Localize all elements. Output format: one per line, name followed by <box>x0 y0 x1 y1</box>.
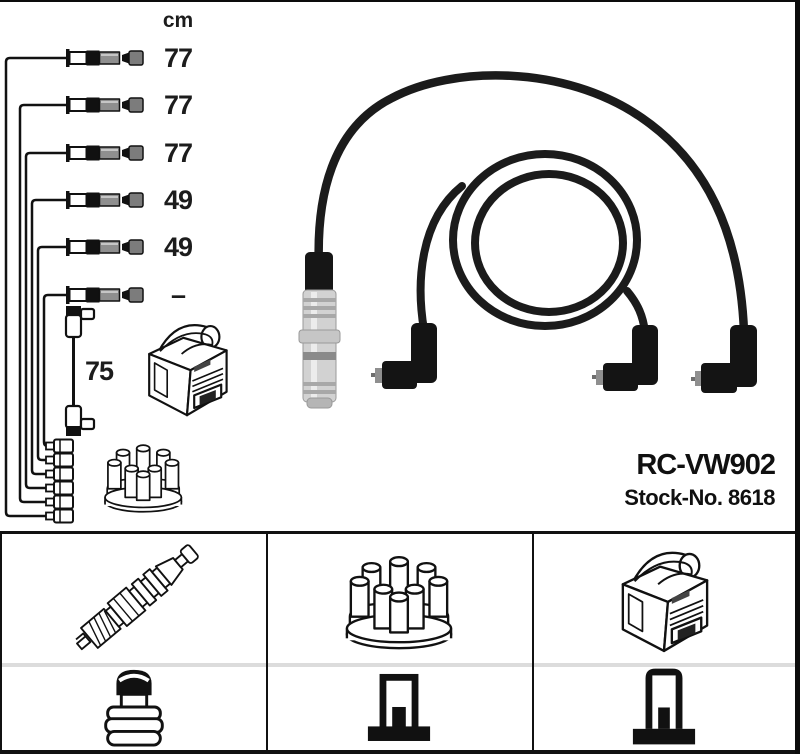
coil-lead <box>64 306 96 436</box>
legend-cell-plug-terminal <box>2 663 266 750</box>
cable-length-5: 49 <box>163 232 193 262</box>
ignition-coil-icon <box>621 551 708 652</box>
product-stock-no: Stock-No. 8618 <box>624 485 775 510</box>
plug-terminal-nut-icon <box>103 667 165 747</box>
legend-cell-ignition-coil <box>532 534 795 663</box>
legend-cell-spark-plug <box>2 534 266 663</box>
coil-tower-connector-icon <box>632 668 695 745</box>
ignition-coil-small-icon <box>148 324 228 417</box>
angled-boot-connector-2 <box>592 325 658 391</box>
din-socket-connector-icon <box>367 673 431 741</box>
distributor-cap-icon <box>345 555 453 649</box>
cable-rows <box>65 48 144 305</box>
product-code: RC-VW902 <box>636 449 776 481</box>
cable-length-4: 49 <box>163 185 193 215</box>
distributor-terminals <box>45 438 74 524</box>
coil-wire-length: 75 <box>84 356 114 386</box>
distributor-cap-small-icon <box>104 444 183 513</box>
legend-cell-din-connector <box>266 663 532 750</box>
page-border-top <box>0 0 800 2</box>
unit-label: cm <box>162 9 194 32</box>
legend-grid <box>0 531 795 754</box>
cable-length-6: – <box>170 280 186 310</box>
metal-plug-connector <box>298 252 341 409</box>
angled-boot-connector-1 <box>371 323 437 389</box>
cable-length-2: 77 <box>163 90 193 120</box>
cable-length-1: 77 <box>163 43 193 73</box>
legend-cell-coil-connector <box>532 663 795 750</box>
product-label: RC-VW902 Stock-No. 8618 <box>624 449 776 510</box>
page-border-right <box>795 0 800 754</box>
product-photo <box>298 71 757 409</box>
spark-plug-icon <box>68 538 204 659</box>
coiled-cable <box>314 71 749 337</box>
angled-boot-connector-3 <box>691 325 757 393</box>
wiring-schematic <box>4 48 228 524</box>
legend-cell-distributor-cap <box>266 534 532 663</box>
cable-length-3: 77 <box>163 138 193 168</box>
